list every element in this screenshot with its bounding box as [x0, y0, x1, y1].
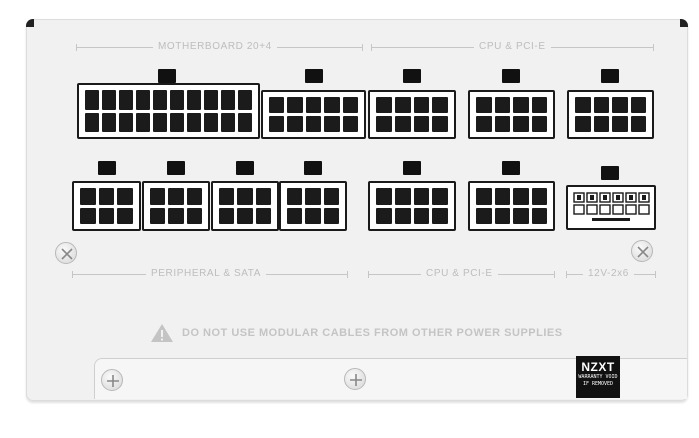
- plate-screw-center: [344, 368, 366, 390]
- screw-right: [631, 240, 653, 262]
- peripheral-sata-connector-1[interactable]: [72, 181, 141, 231]
- warranty-sticker: NZXT WARRANTY VOID IF REMOVED: [576, 356, 620, 398]
- cpu-pcie-bottom-label: CPU & PCI-E: [421, 268, 498, 280]
- connector-latch: [304, 161, 322, 175]
- panel-corner-top-left: [26, 19, 34, 27]
- screw-icon: [637, 246, 649, 258]
- section-tick: [566, 271, 567, 278]
- screw-left: [55, 242, 77, 264]
- motherboard-label: MOTHERBOARD 20+4: [153, 41, 277, 53]
- peripheral-sata-connector-3[interactable]: [211, 181, 279, 231]
- section-tick: [371, 44, 372, 51]
- panel-corner-top-right: [680, 19, 688, 27]
- cpu-pcie-connector-1[interactable]: [368, 90, 456, 139]
- section-tick: [655, 271, 656, 278]
- cpu-pcie-connector-5[interactable]: [468, 181, 555, 231]
- connector-latch: [601, 166, 619, 180]
- connector-latch: [158, 69, 176, 83]
- section-tick: [347, 271, 348, 278]
- connector-latch: [236, 161, 254, 175]
- plate-screw-left: [101, 369, 123, 391]
- section-tick: [72, 271, 73, 278]
- connector-latch: [403, 69, 421, 83]
- section-tick: [76, 44, 77, 51]
- screw-icon: [61, 248, 73, 260]
- peripheral-label: PERIPHERAL & SATA: [146, 268, 267, 280]
- section-tick: [368, 271, 369, 278]
- connector-latch: [98, 161, 116, 175]
- connector-latch: [502, 161, 520, 175]
- warning-triangle-icon: [151, 324, 173, 342]
- warning-notice: DO NOT USE MODULAR CABLES FROM OTHER POW…: [150, 323, 563, 343]
- warning-text: DO NOT USE MODULAR CABLES FROM OTHER POW…: [182, 327, 563, 339]
- connector-latch: [601, 69, 619, 83]
- connector-latch: [403, 161, 421, 175]
- screw-icon: [350, 374, 362, 386]
- warranty-line-2: IF REMOVED: [582, 381, 614, 387]
- 12v-2x6-connector[interactable]: [566, 185, 656, 230]
- cpu-pcie-top-label: CPU & PCI-E: [474, 41, 551, 53]
- cpu-pcie-connector-3[interactable]: [567, 90, 654, 139]
- connector-latch: [502, 69, 520, 83]
- section-tick: [653, 44, 654, 51]
- connector-latch: [305, 69, 323, 83]
- cpu-pcie-connector-2[interactable]: [468, 90, 555, 139]
- 12v-2x6-pins: [573, 192, 650, 221]
- section-tick: [362, 44, 363, 51]
- 12v-label: 12V-2x6: [583, 268, 634, 280]
- motherboard-4pin-connector[interactable]: [261, 90, 366, 139]
- nzxt-logo: NZXT: [581, 360, 615, 374]
- screw-icon: [107, 375, 119, 387]
- peripheral-sata-connector-2[interactable]: [142, 181, 210, 231]
- warranty-line-1: WARRANTY VOID: [578, 374, 618, 380]
- cpu-pcie-connector-4[interactable]: [368, 181, 456, 231]
- connector-latch: [167, 161, 185, 175]
- section-tick: [554, 271, 555, 278]
- peripheral-sata-connector-4[interactable]: [279, 181, 347, 231]
- motherboard-20pin-connector[interactable]: [77, 83, 260, 139]
